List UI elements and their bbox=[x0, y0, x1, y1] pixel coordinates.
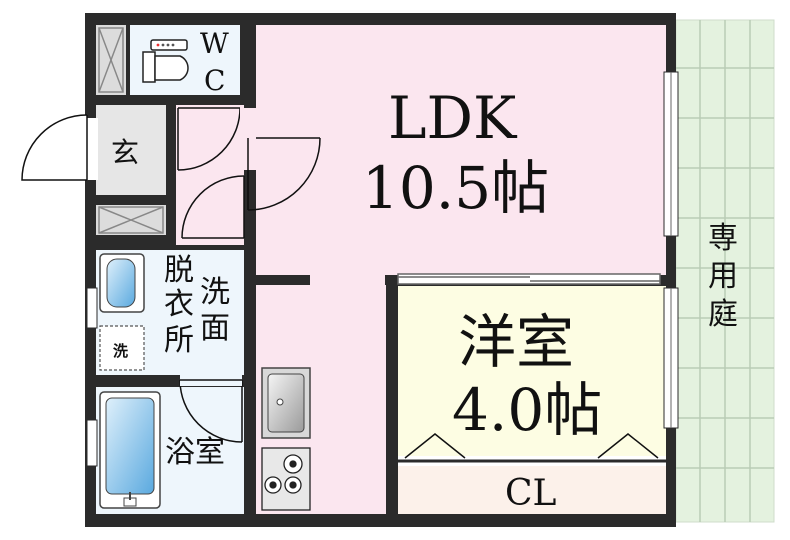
western-window bbox=[663, 287, 679, 429]
entrance-door[interactable] bbox=[21, 114, 98, 181]
western-size: 4.0帖 bbox=[452, 376, 602, 444]
ldk-name: LDK bbox=[388, 84, 518, 152]
bath-label: 浴室 bbox=[165, 435, 225, 470]
washer-space bbox=[99, 325, 145, 371]
wc-label-c: C bbox=[204, 64, 225, 97]
closet-doors[interactable] bbox=[398, 433, 666, 466]
dressing-window bbox=[86, 287, 98, 329]
dressing-door[interactable] bbox=[181, 175, 245, 239]
wall-stub bbox=[256, 275, 310, 285]
closet-label: CL bbox=[505, 473, 557, 514]
closet-floor bbox=[398, 466, 666, 514]
western-room-floor bbox=[398, 286, 666, 456]
toilet-icon bbox=[142, 39, 189, 83]
gas-stove-icon bbox=[261, 447, 311, 511]
ldk-window bbox=[663, 71, 679, 237]
storage-x-top bbox=[98, 27, 124, 93]
garden-char-2: 庭 bbox=[708, 297, 738, 332]
dressing-col1-2: 所 bbox=[164, 323, 194, 358]
western-sliding-door[interactable] bbox=[397, 273, 661, 285]
ldk-lower-floor bbox=[310, 270, 385, 290]
garden-char-0: 専 bbox=[708, 221, 738, 256]
bath-window bbox=[86, 419, 98, 467]
washbasin-icon bbox=[99, 253, 145, 313]
dressing-col2-0: 洗 bbox=[200, 275, 230, 310]
ldk-size: 10.5帖 bbox=[362, 154, 549, 222]
dressing-col1-1: 衣 bbox=[164, 287, 194, 322]
garden-char-1: 用 bbox=[708, 259, 738, 294]
wc-door[interactable] bbox=[177, 107, 241, 171]
washer-label: 洗 bbox=[113, 342, 128, 360]
kitchen-sink bbox=[261, 367, 311, 439]
hall-floor bbox=[176, 105, 244, 245]
dressing-col2-1: 面 bbox=[200, 311, 230, 346]
western-name: 洋室 bbox=[458, 308, 574, 376]
wc-label-w: W bbox=[200, 27, 229, 60]
bathtub-icon bbox=[99, 391, 161, 509]
storage-x-entrance bbox=[98, 206, 164, 234]
ldk-floor bbox=[256, 25, 666, 275]
dressing-col1-0: 脱 bbox=[164, 253, 194, 288]
entrance-label: 玄 bbox=[111, 136, 139, 169]
private-garden bbox=[675, 19, 775, 523]
entrance-floor bbox=[96, 105, 166, 195]
